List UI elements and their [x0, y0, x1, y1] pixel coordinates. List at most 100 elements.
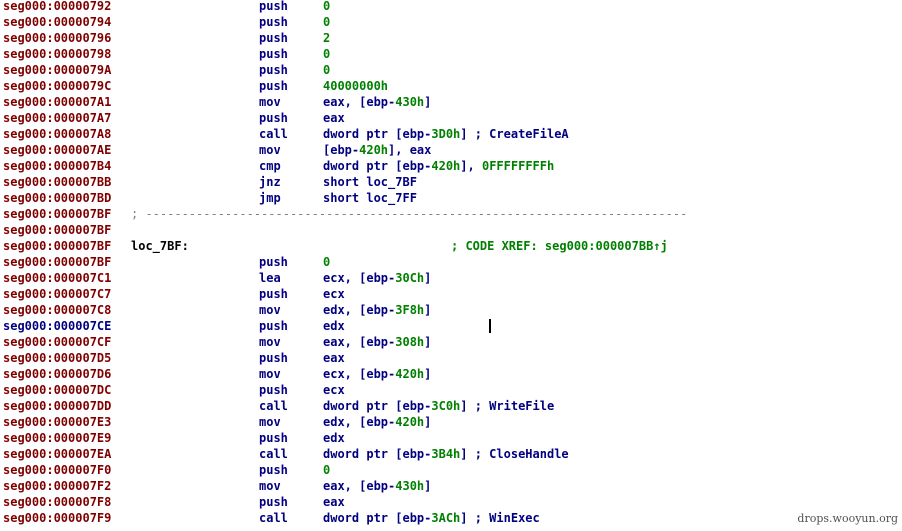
line-address[interactable]: seg000:000007B4: [3, 159, 112, 173]
mnemonic[interactable]: push: [259, 287, 288, 301]
operands[interactable]: 0: [323, 62, 330, 78]
operands[interactable]: ecx: [323, 286, 345, 302]
mnemonic[interactable]: push: [259, 0, 288, 13]
line-address[interactable]: seg000:000007BB: [3, 175, 112, 189]
operands[interactable]: 0: [323, 46, 330, 62]
operands[interactable]: [ebp-420h], eax: [323, 142, 431, 158]
operands[interactable]: 0: [323, 462, 330, 478]
line-address[interactable]: seg000:00000798: [3, 47, 112, 61]
mnemonic[interactable]: push: [259, 15, 288, 29]
mnemonic[interactable]: push: [259, 431, 288, 445]
mnemonic[interactable]: push: [259, 111, 288, 125]
operands[interactable]: dword ptr [ebp-3ACh] ; WinExec: [323, 510, 540, 526]
mnemonic[interactable]: mov: [259, 415, 281, 429]
mnemonic[interactable]: call: [259, 511, 288, 525]
line-address[interactable]: seg000:000007D5: [3, 351, 112, 365]
operands[interactable]: eax, [ebp-430h]: [323, 94, 431, 110]
line-address[interactable]: seg000:000007C8: [3, 303, 112, 317]
line-address[interactable]: seg000:000007BF: [3, 255, 112, 269]
mnemonic[interactable]: push: [259, 383, 288, 397]
line-address[interactable]: seg000:000007BF: [3, 223, 112, 237]
line-address[interactable]: seg000:000007F0: [3, 463, 112, 477]
line-address[interactable]: seg000:000007DC: [3, 383, 112, 397]
mnemonic[interactable]: call: [259, 447, 288, 461]
mnemonic[interactable]: push: [259, 495, 288, 509]
mnemonic[interactable]: jnz: [259, 175, 281, 189]
mnemonic[interactable]: push: [259, 463, 288, 477]
operands[interactable]: short loc_7BF: [323, 174, 417, 190]
line-address[interactable]: seg000:00000792: [3, 0, 112, 13]
operands[interactable]: eax, [ebp-308h]: [323, 334, 431, 350]
line-address[interactable]: seg000:000007BF: [3, 207, 112, 221]
operands[interactable]: dword ptr [ebp-420h], 0FFFFFFFFh: [323, 158, 554, 174]
line-address[interactable]: seg000:000007EA: [3, 447, 112, 461]
mnemonic[interactable]: mov: [259, 479, 281, 493]
mnemonic[interactable]: mov: [259, 335, 281, 349]
mnemonic[interactable]: push: [259, 63, 288, 77]
line-address[interactable]: seg000:000007F2: [3, 479, 112, 493]
line-address[interactable]: seg000:000007AE: [3, 143, 112, 157]
operands[interactable]: dword ptr [ebp-3C0h] ; WriteFile: [323, 398, 554, 414]
line-address[interactable]: seg000:000007DD: [3, 399, 112, 413]
line-address[interactable]: seg000:000007F8: [3, 495, 112, 509]
mnemonic[interactable]: push: [259, 255, 288, 269]
operands[interactable]: short loc_7FF: [323, 190, 417, 206]
line-address[interactable]: seg000:000007D6: [3, 367, 112, 381]
operands[interactable]: eax: [323, 110, 345, 126]
operands[interactable]: dword ptr [ebp-3B4h] ; CloseHandle: [323, 446, 569, 462]
line-address[interactable]: seg000:000007E9: [3, 431, 112, 445]
operands[interactable]: edx: [323, 318, 345, 334]
mnemonic[interactable]: push: [259, 31, 288, 45]
operands[interactable]: ecx: [323, 382, 345, 398]
line-address[interactable]: seg000:000007CF: [3, 335, 112, 349]
line-address[interactable]: seg000:000007F9: [3, 511, 112, 525]
operands[interactable]: ecx, [ebp-30Ch]: [323, 270, 431, 286]
line-address[interactable]: seg000:000007A8: [3, 127, 112, 141]
mnemonic[interactable]: mov: [259, 143, 281, 157]
mnemonic[interactable]: push: [259, 319, 288, 333]
line-address[interactable]: seg000:000007C1: [3, 271, 112, 285]
line-address[interactable]: seg000:000007BF: [3, 239, 112, 253]
jump-target[interactable]: short loc_7BF: [323, 175, 417, 189]
line-address[interactable]: seg000:0000079C: [3, 79, 112, 93]
operands[interactable]: dword ptr [ebp-3D0h] ; CreateFileA: [323, 126, 569, 142]
mnemonic[interactable]: call: [259, 127, 288, 141]
mnemonic[interactable]: cmp: [259, 159, 281, 173]
jump-target[interactable]: short loc_7FF: [323, 191, 417, 205]
line-address[interactable]: seg000:000007E3: [3, 415, 112, 429]
operands[interactable]: 40000000h: [323, 78, 388, 94]
line-address[interactable]: seg000:000007A1: [3, 95, 112, 109]
mnemonic[interactable]: lea: [259, 271, 281, 285]
line-address[interactable]: seg000:000007C7: [3, 287, 112, 301]
code-label[interactable]: loc_7BF:: [131, 239, 189, 253]
operands[interactable]: eax, [ebp-430h]: [323, 478, 431, 494]
mnemonic[interactable]: mov: [259, 95, 281, 109]
api-comment: ; CreateFileA: [474, 127, 569, 141]
mnemonic[interactable]: mov: [259, 303, 281, 317]
line-address[interactable]: seg000:000007BD: [3, 191, 112, 205]
operands[interactable]: edx, [ebp-420h]: [323, 414, 431, 430]
line-address[interactable]: seg000:00000794: [3, 15, 112, 29]
mnemonic[interactable]: push: [259, 79, 288, 93]
operands[interactable]: 2: [323, 30, 330, 46]
operands[interactable]: 0: [323, 0, 330, 14]
line-address[interactable]: seg000:000007A7: [3, 111, 112, 125]
operand-number: 0: [323, 63, 331, 77]
xref-comment[interactable]: ; CODE XREF: seg000:000007BB↑j: [451, 239, 668, 253]
line-address[interactable]: seg000:000007CE: [3, 319, 112, 333]
mnemonic[interactable]: push: [259, 351, 288, 365]
operands[interactable]: edx: [323, 430, 345, 446]
operands[interactable]: edx, [ebp-3F8h]: [323, 302, 431, 318]
line-address[interactable]: seg000:00000796: [3, 31, 112, 45]
mnemonic[interactable]: mov: [259, 367, 281, 381]
operands[interactable]: 0: [323, 254, 330, 270]
line-address[interactable]: seg000:0000079A: [3, 63, 112, 77]
operands[interactable]: eax: [323, 350, 345, 366]
mnemonic[interactable]: call: [259, 399, 288, 413]
operands[interactable]: ecx, [ebp-420h]: [323, 366, 431, 382]
operands[interactable]: eax: [323, 494, 345, 510]
operands[interactable]: 0: [323, 14, 330, 30]
mnemonic[interactable]: jmp: [259, 191, 281, 205]
mnemonic[interactable]: push: [259, 47, 288, 61]
